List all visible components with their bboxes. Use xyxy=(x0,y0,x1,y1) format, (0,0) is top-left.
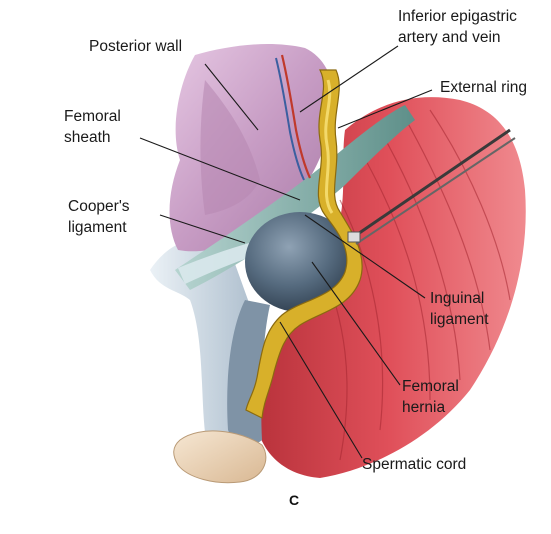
leader-inferior-epigastric xyxy=(299,45,399,113)
testis xyxy=(173,430,267,484)
leader-spermatic-cord xyxy=(279,321,363,459)
leader-coopers-ligament xyxy=(159,214,246,244)
label-coopers-ligament: Cooper's ligament xyxy=(68,198,130,236)
leader-posterior-wall xyxy=(204,63,259,131)
retractor-instrument xyxy=(347,128,516,245)
label-external-ring: External ring xyxy=(440,79,528,96)
posterior-wall-fold xyxy=(200,80,260,215)
label-posterior-wall: Posterior wall xyxy=(89,38,183,55)
leader-inguinal-ligament xyxy=(304,214,426,299)
label-spermatic-cord: Spermatic cord xyxy=(362,456,467,473)
leader-femoral-hernia xyxy=(311,261,401,386)
leader-femoral-sheath xyxy=(139,137,301,201)
thigh-fascia xyxy=(150,239,248,444)
label-femoral-sheath: Femoral sheath xyxy=(64,108,121,146)
label-inguinal-ligament: Inguinal ligament xyxy=(430,290,489,328)
panel-letter: C xyxy=(289,492,300,508)
label-inferior-epigastric: Inferior epigastric artery and vein xyxy=(398,8,517,46)
leader-external-ring xyxy=(337,89,433,129)
inferior-epigastric-artery xyxy=(280,54,311,179)
femoral-hernia-sac xyxy=(245,212,355,312)
spermatic-cord-shape xyxy=(245,69,363,419)
label-femoral-hernia: Femoral hernia xyxy=(402,378,459,416)
abdominal-muscle xyxy=(255,97,526,479)
leader-lines xyxy=(139,45,433,459)
inferior-epigastric-vein xyxy=(275,57,305,181)
spermatic-cord-highlight xyxy=(324,79,334,214)
muscle-striations xyxy=(319,109,511,461)
